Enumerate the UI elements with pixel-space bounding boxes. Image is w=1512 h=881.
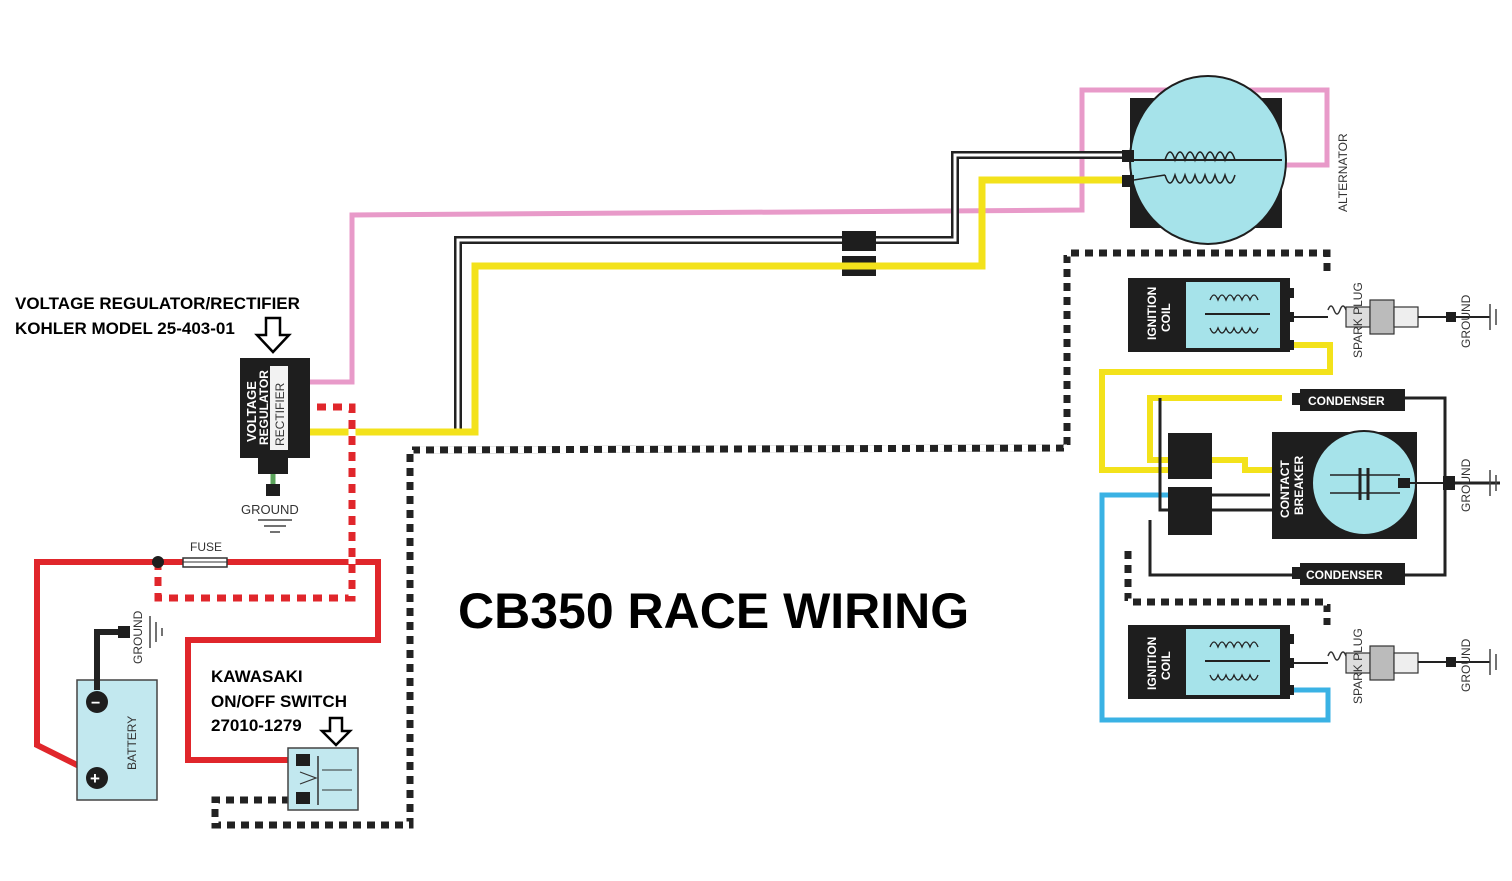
regulator-label-line3: RECTIFIER — [273, 382, 287, 446]
battery-minus: − — [91, 695, 100, 712]
alternator — [1122, 75, 1287, 245]
breaker-ground-icon — [1489, 470, 1497, 496]
spark-plug-bottom-label: SPARK PLUG — [1351, 628, 1365, 704]
blue-wire — [1099, 492, 1331, 723]
condenser-bottom — [1292, 563, 1405, 585]
ground-wire-dashed — [211, 249, 1331, 829]
spark-plug-bottom-icon — [1327, 645, 1497, 681]
alternator-label: ALTERNATOR — [1336, 133, 1350, 212]
battery — [76, 626, 158, 801]
ignition-bottom-coil-line2: COIL — [1159, 651, 1173, 680]
ignition-bottom-ground-label: GROUND — [1459, 638, 1473, 692]
regulator-callout-line1: VOLTAGE REGULATOR/RECTIFIER — [15, 294, 300, 313]
regulator-label-line1: VOLTAGE — [244, 381, 259, 442]
battery-plus: + — [90, 769, 100, 788]
ignition-top-coil-line1: IGNITION — [1145, 287, 1159, 340]
switch-callout-line2: ON/OFF SWITCH — [211, 692, 347, 711]
ignition-coil-top — [1128, 278, 1328, 352]
red-wire — [34, 559, 381, 778]
battery-ground-label: GROUND — [131, 610, 145, 664]
breaker-ground-label: GROUND — [1459, 458, 1473, 512]
switch-callout-line3: 27010-1279 — [211, 716, 302, 735]
regulator-ground-icon — [258, 519, 292, 533]
black-white-wire — [454, 151, 1128, 432]
condenser-top-label: CONDENSER — [1308, 394, 1385, 408]
ignition-top-ground-label: GROUND — [1459, 294, 1473, 348]
ignition-coil-bottom — [1128, 625, 1328, 699]
contact-breaker — [1272, 430, 1455, 539]
ignition-top-coil-line2: COIL — [1159, 303, 1173, 332]
on-off-switch — [287, 747, 359, 811]
regulator-arrow-icon — [254, 316, 292, 354]
fuse-label: FUSE — [190, 540, 222, 554]
breaker-label-line2: BREAKER — [1292, 455, 1306, 515]
condenser-top — [1292, 389, 1405, 411]
red-white-wire — [154, 403, 356, 602]
switch-callout-line1: KAWASAKI — [211, 667, 303, 686]
spark-plug-top-label: SPARK PLUG — [1351, 282, 1365, 358]
breaker-label-line1: CONTACT — [1278, 460, 1292, 518]
regulator-ground-label: GROUND — [241, 502, 299, 517]
battery-ground-icon — [149, 616, 163, 648]
breaker-connector-lower — [1168, 487, 1212, 535]
breaker-connector-upper — [1168, 433, 1212, 479]
yellow-wire — [310, 176, 1128, 436]
spark-plug-top-icon — [1327, 299, 1497, 335]
harness-connector-upper — [842, 231, 876, 251]
diagram-title: CB350 RACE WIRING — [458, 583, 969, 639]
fuse-junction — [152, 556, 164, 568]
battery-label: BATTERY — [125, 716, 139, 770]
regulator-callout-line2: KOHLER MODEL 25-403-01 — [15, 319, 235, 338]
regulator-label-line2: REGULATOR — [257, 370, 271, 445]
ignition-bottom-coil-line1: IGNITION — [1145, 637, 1159, 690]
fuse — [182, 557, 228, 568]
condenser-bottom-label: CONDENSER — [1306, 568, 1383, 582]
voltage-regulator: VOLTAGE REGULATOR RECTIFIER — [240, 358, 310, 496]
switch-arrow-icon — [318, 716, 354, 747]
pink-wire — [310, 87, 1330, 385]
